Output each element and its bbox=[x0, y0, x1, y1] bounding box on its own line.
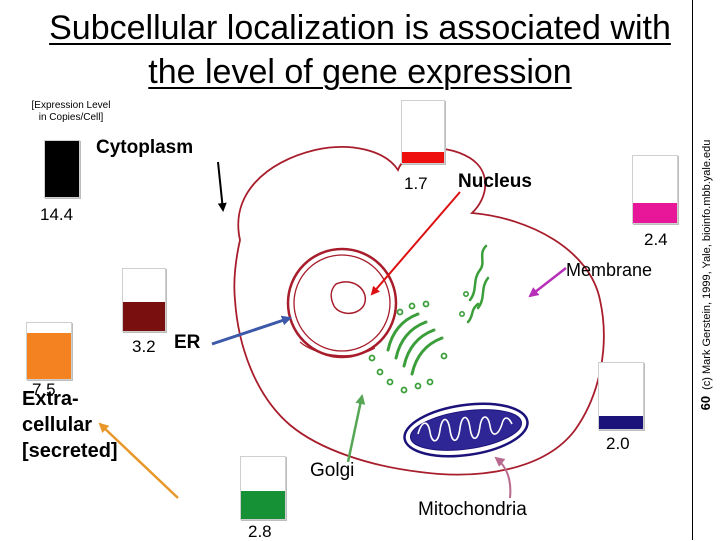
golgi-pointer-arrow bbox=[346, 394, 366, 463]
gauge-golgi bbox=[240, 456, 286, 520]
gauge-nucleus-fill bbox=[402, 151, 444, 163]
cytoplasm-pointer-arrow bbox=[217, 161, 227, 212]
expression-level-note: [Expression Level in Copies/Cell] bbox=[6, 100, 136, 124]
gauge-mitochondria bbox=[598, 362, 644, 430]
slide-title-line-2: the level of gene expression bbox=[148, 53, 572, 91]
slide-title: Subcellular localization is associated w… bbox=[0, 6, 720, 94]
label-er: ER bbox=[174, 332, 201, 353]
gauge-extracellular bbox=[26, 322, 72, 380]
mitochondria-pointer-arrow bbox=[494, 456, 512, 499]
slide-title-line-1: Subcellular localization is associated w… bbox=[49, 9, 671, 47]
label-golgi: Golgi bbox=[310, 460, 355, 481]
value-mitochondria: 2.0 bbox=[606, 434, 630, 453]
copyright-notice: (c) Mark Gerstein, 1999, Yale, bioinfo.m… bbox=[701, 139, 713, 390]
label-extracellular-line-2: cellular bbox=[22, 414, 93, 436]
gauge-cytoplasm bbox=[44, 140, 80, 198]
gauge-membrane bbox=[632, 155, 678, 224]
value-membrane: 2.4 bbox=[644, 230, 668, 249]
value-nucleus: 1.7 bbox=[404, 174, 428, 193]
mitochondrion-graphic bbox=[403, 402, 529, 458]
value-golgi: 2.8 bbox=[248, 522, 272, 541]
membrane-pointer-arrow bbox=[528, 267, 567, 298]
gauge-er-fill bbox=[123, 301, 165, 331]
gauge-cytoplasm-fill bbox=[45, 141, 79, 197]
label-extracellular: Extra- cellular [secreted] bbox=[22, 386, 118, 464]
nucleus-graphic bbox=[286, 247, 398, 359]
gauge-golgi-fill bbox=[241, 491, 285, 519]
value-er: 3.2 bbox=[132, 337, 156, 356]
gauge-er bbox=[122, 268, 166, 332]
label-cytoplasm: Cytoplasm bbox=[96, 137, 194, 158]
credit-sidebar: 60 (c) Mark Gerstein, 1999, Yale, bioinfo… bbox=[692, 0, 719, 540]
label-extracellular-line-3: [secreted] bbox=[22, 440, 118, 462]
label-nucleus: Nucleus bbox=[458, 171, 532, 192]
nucleus-pointer-arrow bbox=[370, 191, 461, 296]
gauge-membrane-fill bbox=[633, 202, 677, 223]
label-membrane: Membrane bbox=[566, 260, 653, 280]
er-pointer-arrow bbox=[211, 315, 292, 346]
slide-number: 60 bbox=[698, 395, 713, 411]
extracellular-pointer-arrow bbox=[98, 422, 179, 499]
expression-level-note-line-1: [Expression Level bbox=[31, 100, 111, 111]
golgi-graphic bbox=[368, 300, 448, 394]
vesicle-squiggles bbox=[458, 244, 490, 324]
value-extracellular: 7.5 bbox=[32, 380, 56, 399]
gauge-mitochondria-fill bbox=[599, 415, 643, 429]
gauge-nucleus bbox=[401, 100, 445, 164]
credit-text: 60 (c) Mark Gerstein, 1999, Yale, bioinfo… bbox=[698, 15, 714, 535]
value-cytoplasm: 14.4 bbox=[40, 205, 74, 224]
label-mitochondria: Mitochondria bbox=[418, 499, 527, 520]
label-extracellular-line-1: Extra- bbox=[22, 388, 79, 410]
cell-membrane-outline bbox=[233, 146, 605, 476]
cell-diagram bbox=[98, 146, 605, 499]
expression-level-note-line-2: in Copies/Cell] bbox=[38, 112, 104, 123]
gauge-extracellular-fill bbox=[27, 332, 71, 379]
